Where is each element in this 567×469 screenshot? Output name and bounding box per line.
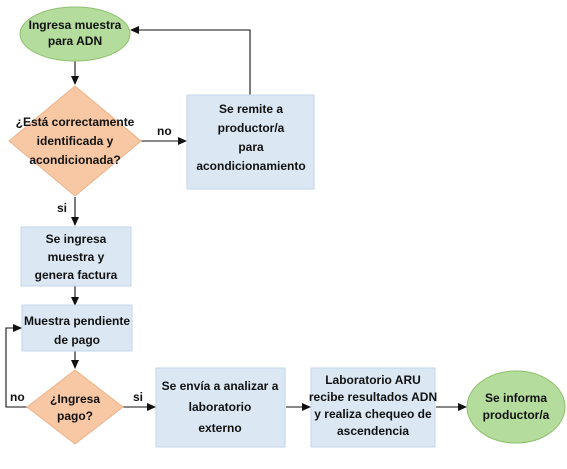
arrow-return-to-start <box>130 26 251 95</box>
process-shape <box>310 367 436 448</box>
node-check-identified: ¿Está correctamente identificada y acond… <box>8 85 142 197</box>
edge-label-yes-payment: si <box>133 390 143 404</box>
node-return-producer-line-4: acondicionamiento <box>196 159 305 173</box>
process-shape <box>20 226 132 287</box>
node-check-identified-line-1: ¿Está correctamente <box>16 115 135 129</box>
decision-shape <box>8 85 142 197</box>
decision-shape <box>26 369 124 445</box>
edge-label-no-payment: no <box>10 390 25 404</box>
node-lab-results-line-3: y realiza chequeo de <box>314 407 432 421</box>
node-lab-results-line-4: ascendencia <box>337 424 409 438</box>
edge-label-no-identified: no <box>157 124 172 138</box>
node-send-lab: Se envía a analizar a laboratorio extern… <box>155 367 286 448</box>
node-start-line-2: para ADN <box>48 34 102 48</box>
node-lab-results-line-1: Laboratorio ARU <box>325 373 421 387</box>
node-return-producer-line-1: Se remite a <box>219 102 283 116</box>
node-lab-results: Laboratorio ARU recibe resultados ADN y … <box>309 367 437 448</box>
node-pending-payment-line-2: de pago <box>54 333 100 347</box>
node-return-producer-line-3: para <box>238 140 264 154</box>
edge-label-yes-identified: si <box>57 201 67 215</box>
node-register-sample-line-3: genera factura <box>35 268 118 282</box>
node-return-producer-line-2: productor/a <box>218 121 285 135</box>
node-register-sample: Se ingresa muestra y genera factura <box>20 226 132 287</box>
connectors <box>5 26 467 411</box>
node-end: Se informa productor/a <box>466 370 566 444</box>
node-check-identified-line-2: identificada y <box>37 134 114 148</box>
node-send-lab-line-1: Se envía a analizar a <box>162 379 279 393</box>
node-register-sample-line-2: muestra y <box>48 250 105 264</box>
process-shape <box>21 304 133 352</box>
node-end-line-1: Se informa <box>485 391 547 405</box>
terminal-shape <box>466 370 566 444</box>
node-lab-results-line-2: recibe resultados ADN <box>309 390 437 404</box>
node-check-identified-line-3: acondicionada? <box>29 153 120 167</box>
node-register-sample-line-1: Se ingresa <box>46 232 107 246</box>
node-check-payment: ¿Ingresa pago? <box>26 369 124 445</box>
node-start-line-1: Ingresa muestra <box>29 18 122 32</box>
node-check-payment-line-1: ¿Ingresa <box>50 392 100 406</box>
node-pending-payment-line-1: Muestra pendiente <box>24 314 130 328</box>
terminal-shape <box>19 6 131 62</box>
node-return-producer: Se remite a productor/a para acondiciona… <box>186 94 315 190</box>
node-check-payment-line-2: pago? <box>57 409 93 423</box>
process-shape <box>155 367 286 448</box>
edge-labels: no si no si <box>10 124 172 404</box>
node-start: Ingresa muestra para ADN <box>19 6 131 62</box>
node-pending-payment: Muestra pendiente de pago <box>21 304 133 352</box>
node-send-lab-line-3: externo <box>198 421 241 435</box>
node-end-line-2: productor/a <box>483 408 550 422</box>
arrow-payment-no-loop <box>5 324 28 408</box>
node-send-lab-line-2: laboratorio <box>189 400 252 414</box>
process-shape <box>186 94 315 190</box>
